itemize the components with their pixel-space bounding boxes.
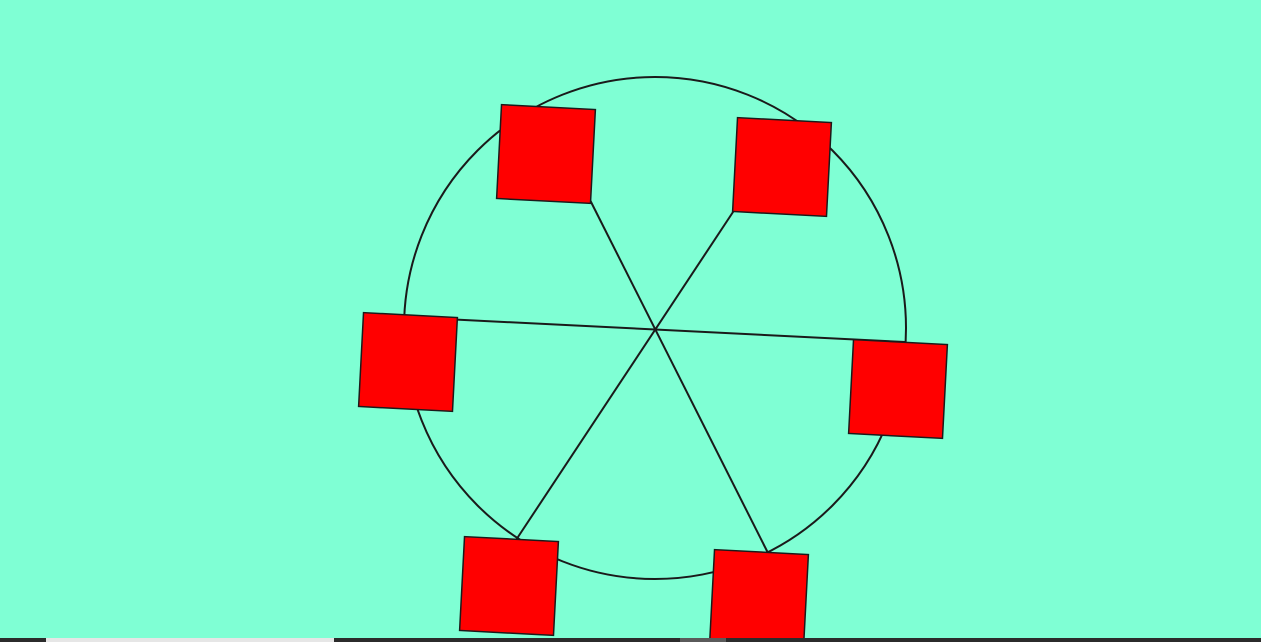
- cabin-top-left: [495, 103, 597, 205]
- cabin-top-right: [731, 116, 833, 218]
- bottom-scrollbar[interactable]: [0, 638, 1261, 642]
- cabin-left: [357, 311, 459, 413]
- cabin-bottom-right: [708, 548, 810, 642]
- wheel-spoke-diagonal-a: [586, 193, 769, 554]
- scrollbar-marker: [680, 638, 726, 642]
- scrollbar-thumb[interactable]: [46, 638, 334, 642]
- cabin-bottom-left: [458, 535, 560, 637]
- cabin-right: [847, 338, 949, 440]
- wheel-spoke-diagonal-b: [515, 208, 736, 541]
- ferris-wheel: [357, 76, 949, 642]
